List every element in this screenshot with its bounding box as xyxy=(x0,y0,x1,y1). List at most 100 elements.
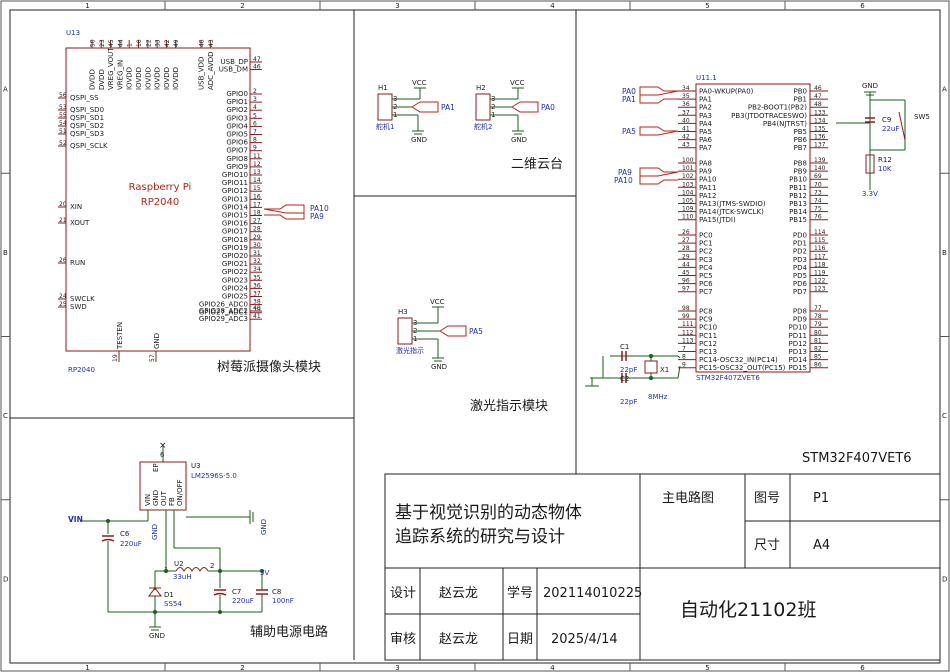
h3-net: PA5 xyxy=(469,327,483,336)
rp2040-right-pin-num: 14 xyxy=(253,177,261,184)
stm32-net-pa5: PA5 xyxy=(622,127,636,136)
c1-value: 22pF xyxy=(620,366,637,374)
rp2040-right-pin-name: GPIO26_ADC0 xyxy=(199,301,248,309)
u3-pin-out: OUT xyxy=(160,490,168,506)
rp2040-left-pin-num: 51 xyxy=(59,128,67,135)
rp2040-right-pin-num: 27 xyxy=(253,218,261,225)
rp2040-top-pin-name: IOVDD xyxy=(154,67,162,90)
rp2040-left-pin-name: SWD xyxy=(70,303,87,311)
rp2040-right-pin-name: GPIO21 xyxy=(222,260,248,268)
stm32-right-pin-num: 47 xyxy=(814,93,822,100)
stm32-left-pin-name: PA7 xyxy=(699,144,712,152)
stm32-left-pin-name: PC5 xyxy=(699,272,713,280)
stm32-left-pin-num: 8 xyxy=(682,354,686,361)
stm32-right-pin-name: PB11 xyxy=(789,184,807,192)
rp2040-right-pin-name: GPIO3 xyxy=(226,114,248,122)
rp2040-right-pin-name: GPIO20 xyxy=(222,252,248,260)
rp2040-left-pin-num: 25 xyxy=(59,301,67,308)
rp2040-left-pin-name: QSPI_SD0 xyxy=(70,106,104,114)
stm32-right-pin-num: 133 xyxy=(814,109,826,116)
rp2040-right-pins: 47USB_DP46USB_DM2GPIO03GPIO14GPIO25GPIO3… xyxy=(199,56,262,323)
rp2040-left-pin-num: 21 xyxy=(59,217,67,224)
stm32-right-pin-name: PD2 xyxy=(793,248,807,256)
stm32-left-pin-num: 101 xyxy=(682,165,694,172)
u3-pin-vin: VIN xyxy=(144,494,152,506)
rp2040-designator: U13 xyxy=(66,29,80,37)
stm32-right-pin-name: PD0 xyxy=(793,232,807,240)
stm32-left-pin-name: PA8 xyxy=(699,160,712,168)
stm32-right-pin-name: PB13 xyxy=(789,200,807,208)
h2-ref: H2 xyxy=(476,84,486,92)
stm32-right-pin-num: 70 xyxy=(814,181,822,188)
frame-col-bottom: 2 xyxy=(240,664,244,672)
rp2040-top-pin-name: IOVDD xyxy=(172,67,180,90)
rp2040-right-pin-name: GPIO2 xyxy=(226,106,248,114)
stm32-left-pin-name: PC2 xyxy=(699,248,713,256)
frame-row-right: B xyxy=(942,249,947,257)
stm32-right-pin-num: 115 xyxy=(814,237,826,244)
rp2040-top-pin-num: 23 xyxy=(99,39,106,47)
rp2040-right-pin-name: GPIO8 xyxy=(226,155,248,163)
rp2040-left-pin-num: 56 xyxy=(59,92,67,99)
stm32-right-pin-name: PD11 xyxy=(788,332,807,340)
rp2040-right-pin-name: GPIO4 xyxy=(226,122,248,130)
h2-vcc: VCC xyxy=(510,79,525,87)
u3-ref: U3 xyxy=(191,462,201,470)
frame-col-top: 1 xyxy=(85,2,89,10)
rp2040-right-pin-num: 36 xyxy=(253,282,261,289)
stm32-left-pin-name: PC13 xyxy=(699,348,717,356)
frame-row-left: B xyxy=(3,249,8,257)
c8-value: 100nF xyxy=(272,597,294,605)
rp2040-right-pin-num: 31 xyxy=(253,250,261,257)
rp2040-right-pin-name: GPIO13 xyxy=(222,195,248,203)
rp2040-right-pin-num: 39 xyxy=(253,307,261,314)
rp2040-right-pin-name: GPIO28_ADC2 xyxy=(199,307,248,315)
frame-col-top: 4 xyxy=(550,2,555,10)
stm32-left-pin-num: 43 xyxy=(682,142,690,149)
rp2040-right-pin-num: 7 xyxy=(253,129,257,136)
rp2040-right-pin-name: GPIO12 xyxy=(222,187,248,195)
size-label: 尺寸 xyxy=(754,538,780,553)
stm32-right-pin-name: PD7 xyxy=(793,288,807,296)
rp2040-right-pin-name: GPIO18 xyxy=(222,236,248,244)
date-value: 2025/4/14 xyxy=(551,632,618,647)
stm32-right-pin-num: 80 xyxy=(814,329,822,336)
stm32-left-pin-name: PA14(JTCK-SWCLK) xyxy=(699,208,764,216)
rp2040-top-pin-num: 49 xyxy=(173,39,180,47)
rp2040-top-pin-name: ADC_AVDD xyxy=(207,52,215,90)
u2-pin2: 2 xyxy=(210,562,214,570)
reviewer-label: 审核 xyxy=(390,632,416,647)
rp2040-top-pin-name: DVDD xyxy=(98,69,106,90)
stm32-right-pin-num: 69 xyxy=(814,173,822,180)
rp2040-right-pin-num: 37 xyxy=(253,291,261,298)
stm32-right-pin-name: PB1 xyxy=(794,96,807,104)
stm32-right-pin-num: 137 xyxy=(814,142,826,149)
stm32-left-pin-num: 7 xyxy=(682,346,686,353)
stm32-right-pin-num: 136 xyxy=(814,134,826,141)
c1-ref: C1 xyxy=(620,343,629,351)
laser-title: 激光指示模块 xyxy=(470,399,548,414)
h1-net: PA1 xyxy=(441,103,455,112)
h1-vcc: VCC xyxy=(412,79,427,87)
rp2040-net-pa9: PA9 xyxy=(310,212,324,221)
r12-value: 10K xyxy=(878,165,892,173)
rp2040-top-pin-num: 44 xyxy=(117,39,124,47)
stm32-right-pin-num: 116 xyxy=(814,245,826,252)
rp2040-left-pin-name: QSPI_SS xyxy=(70,94,99,102)
u3-gnd-label: GND xyxy=(151,524,159,540)
stm32-left-pin-name: PA9 xyxy=(699,168,712,176)
stm32-right-pin-name: PB10 xyxy=(789,176,807,184)
rp2040-top-pin-num: 10 xyxy=(136,39,143,47)
c2-value: 22pF xyxy=(620,398,637,406)
frame-col-top: 3 xyxy=(395,2,399,10)
stm32-left-pin-num: 35 xyxy=(682,93,690,100)
frame-col-bottom: 3 xyxy=(395,664,399,672)
stm32-right-pin-name: PB4(NJTRST) xyxy=(763,120,807,128)
rp2040-right-pin-name: GPIO17 xyxy=(222,228,248,236)
stm32-right-pin-num: 85 xyxy=(814,354,822,361)
rp2040-right-pin-num: 32 xyxy=(253,258,261,265)
c7-value: 220uF xyxy=(232,597,254,605)
stm32-left-pin-name: PC12 xyxy=(699,340,717,348)
